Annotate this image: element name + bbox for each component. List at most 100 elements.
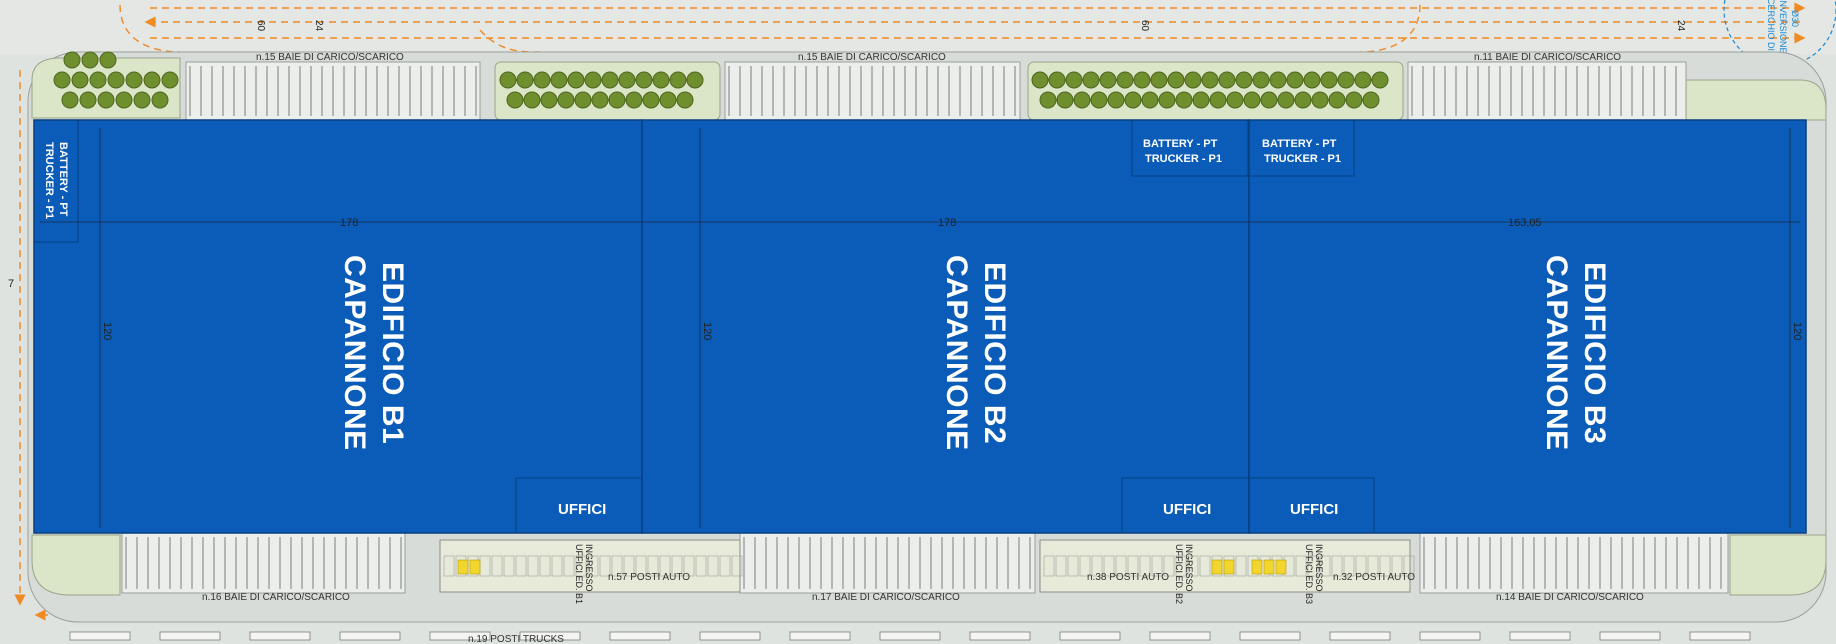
tree bbox=[659, 91, 677, 109]
parking-stall bbox=[1163, 555, 1175, 577]
tree bbox=[1056, 91, 1074, 109]
parking-stall bbox=[1139, 555, 1151, 577]
dimension-lines bbox=[40, 128, 1800, 528]
tree bbox=[1235, 71, 1253, 89]
truck-stall bbox=[1419, 631, 1481, 641]
accessible-stall bbox=[1263, 559, 1275, 575]
parking-stall bbox=[635, 555, 647, 577]
parking-stalls bbox=[443, 555, 1415, 577]
tree bbox=[1065, 71, 1083, 89]
entrance-b1-line2: UFFICI ED. B1 bbox=[574, 544, 584, 604]
parking-stall bbox=[1199, 555, 1211, 577]
parking-stall bbox=[1343, 555, 1355, 577]
building-outlines bbox=[33, 119, 1375, 534]
bays-top-b3: n.11 BAIE DI CARICO/SCARICO bbox=[1474, 52, 1621, 63]
edificio-b2-subtitle: CAPANNONE bbox=[940, 255, 973, 451]
parking-stall bbox=[1367, 555, 1379, 577]
tree bbox=[652, 71, 670, 89]
tree bbox=[1286, 71, 1304, 89]
tree bbox=[625, 91, 643, 109]
edificio-b1-subtitle: CAPANNONE bbox=[338, 255, 371, 451]
tree bbox=[584, 71, 602, 89]
tree bbox=[1337, 71, 1355, 89]
tree bbox=[1124, 91, 1142, 109]
tree bbox=[81, 51, 99, 69]
tree bbox=[523, 91, 541, 109]
truck-stall bbox=[429, 631, 491, 641]
bays-bottom-b1: n.16 BAIE DI CARICO/SCARICO bbox=[202, 592, 350, 603]
parking-stall bbox=[611, 555, 623, 577]
parking-stall bbox=[563, 555, 575, 577]
side-gap-dimension: 7 bbox=[8, 278, 14, 290]
parking-b1: n.57 POSTI AUTO bbox=[608, 572, 690, 583]
building-edificio-b3 bbox=[1248, 119, 1807, 534]
parking-stall bbox=[575, 555, 587, 577]
parking-stall bbox=[695, 555, 707, 577]
tree bbox=[63, 51, 81, 69]
tree bbox=[1354, 71, 1372, 89]
tree bbox=[635, 71, 653, 89]
parking-stall bbox=[1067, 555, 1079, 577]
parking-stall bbox=[1187, 555, 1199, 577]
parking-stall bbox=[1235, 555, 1247, 577]
tree bbox=[618, 71, 636, 89]
tree bbox=[1345, 91, 1363, 109]
tree bbox=[1107, 91, 1125, 109]
truck-stall bbox=[339, 631, 401, 641]
building-edificio-b1 bbox=[33, 119, 643, 534]
parking-stall bbox=[659, 555, 671, 577]
tree bbox=[125, 71, 143, 89]
tree bbox=[89, 71, 107, 89]
battery-b2-line2: TRUCKER - P1 bbox=[1145, 153, 1222, 165]
tree bbox=[71, 71, 89, 89]
tree bbox=[1294, 91, 1312, 109]
tree bbox=[1031, 71, 1049, 89]
parking-stall bbox=[1103, 555, 1115, 577]
edificio-b3-name: EDIFICIO B3 bbox=[1578, 262, 1611, 444]
tree bbox=[608, 91, 626, 109]
tree bbox=[1371, 71, 1389, 89]
bays-top-b2: n.15 BAIE DI CARICO/SCARICO bbox=[798, 52, 946, 63]
truck-stall bbox=[789, 631, 851, 641]
parking-stall bbox=[599, 555, 611, 577]
tree bbox=[133, 91, 151, 109]
parking-stall bbox=[1127, 555, 1139, 577]
tree bbox=[516, 71, 534, 89]
depth-edificio-b1: 120 bbox=[101, 322, 113, 340]
warehouse-complex bbox=[33, 119, 1807, 534]
parking-stall bbox=[1175, 555, 1187, 577]
parking-stall bbox=[443, 555, 455, 577]
parking-stall bbox=[731, 555, 743, 577]
parking-stall bbox=[1391, 555, 1403, 577]
edificio-b3-subtitle: CAPANNONE bbox=[1540, 255, 1573, 451]
tree bbox=[1141, 91, 1159, 109]
tree bbox=[1158, 91, 1176, 109]
tree bbox=[97, 91, 115, 109]
tree bbox=[574, 91, 592, 109]
tree bbox=[1201, 71, 1219, 89]
tree bbox=[1269, 71, 1287, 89]
tree bbox=[79, 91, 97, 109]
tree bbox=[1243, 91, 1261, 109]
turning-circle-label-1: CERCHIO DI bbox=[1766, 0, 1776, 51]
accessible-stall bbox=[1211, 559, 1223, 575]
parking-stall bbox=[1355, 555, 1367, 577]
tree bbox=[642, 91, 660, 109]
dimension-road-b: 24 bbox=[313, 20, 324, 32]
building-edificio-b2 bbox=[641, 119, 1250, 534]
parking-stall bbox=[1043, 555, 1055, 577]
turning-circle-label-2: INVERSIONE bbox=[1778, 0, 1788, 54]
bays-top-b1: n.15 BAIE DI CARICO/SCARICO bbox=[256, 52, 404, 63]
truck-stall bbox=[1239, 631, 1301, 641]
length-edificio-b1: 178 bbox=[340, 217, 358, 229]
edificio-b2-name: EDIFICIO B2 bbox=[978, 262, 1011, 444]
truck-stall bbox=[609, 631, 671, 641]
battery-b1-line1: BATTERY - PT bbox=[57, 142, 69, 217]
entrance-b3-line1: INGRESSO bbox=[1314, 544, 1324, 592]
tree bbox=[1362, 91, 1380, 109]
bays-bottom-b3: n.14 BAIE DI CARICO/SCARICO bbox=[1496, 592, 1644, 603]
parking-b2: n.38 POSTI AUTO bbox=[1087, 572, 1169, 583]
tree bbox=[107, 71, 125, 89]
tree bbox=[1116, 71, 1134, 89]
tree bbox=[143, 71, 161, 89]
